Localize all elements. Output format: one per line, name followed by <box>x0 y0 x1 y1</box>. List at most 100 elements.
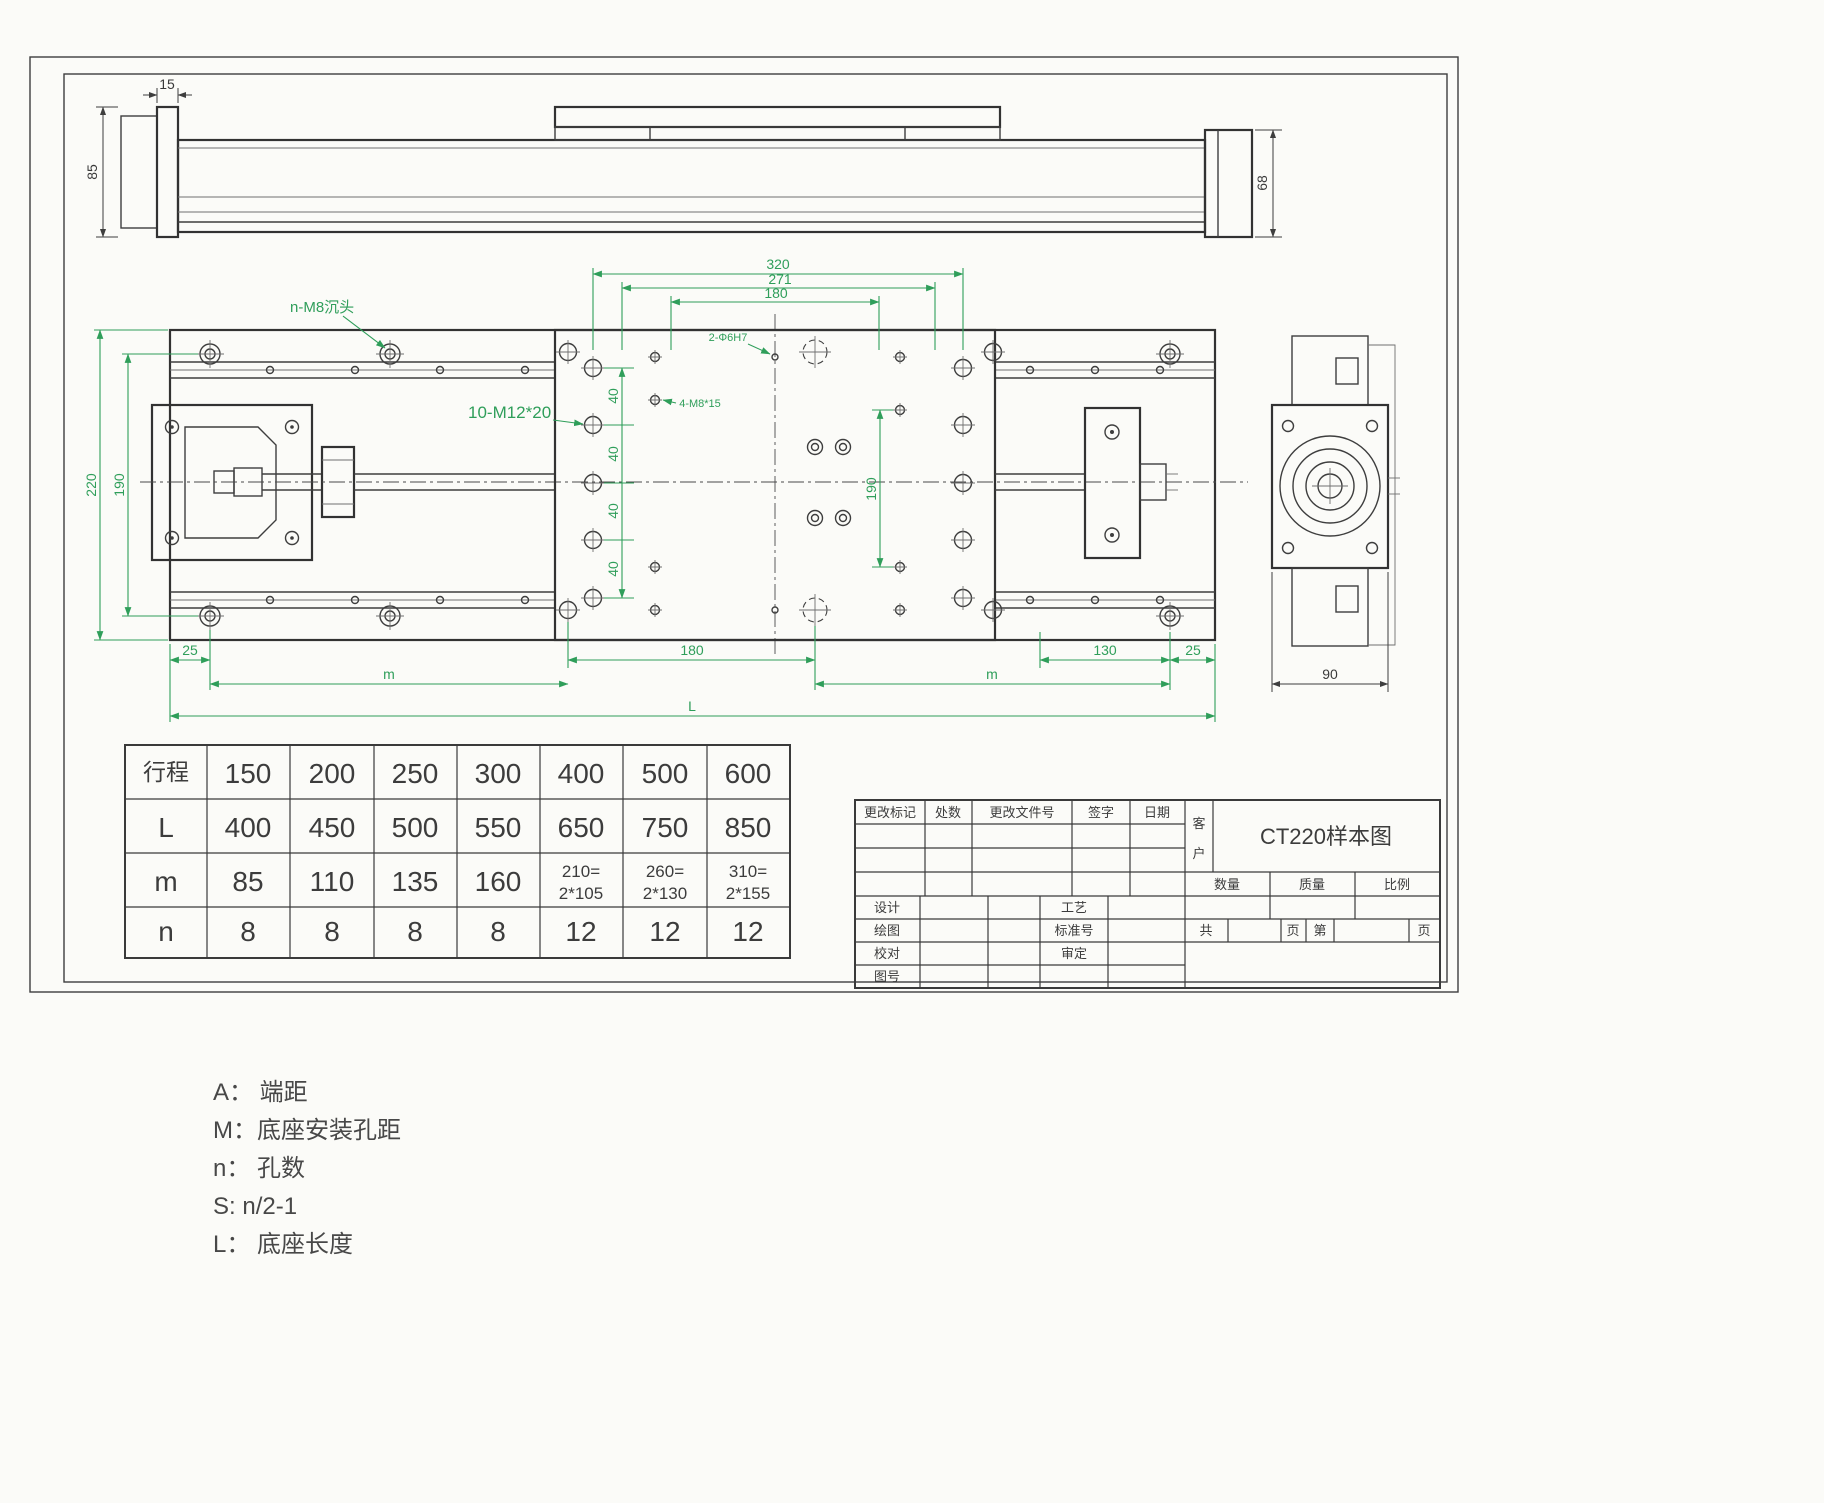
parameter-table: 行程 150 200 250 300 400 500 600 L 400 450… <box>124 744 791 959</box>
dim-left-height: 85 <box>84 164 100 180</box>
side-view: 15 85 68 <box>84 76 1282 239</box>
tb-scale: 比例 <box>1384 877 1410 892</box>
tb-page-a: 页 <box>1286 923 1299 938</box>
dim-L: L <box>688 698 696 714</box>
dim-40: 40 <box>605 446 621 462</box>
note-line: S: n/2-1 <box>213 1193 297 1220</box>
dim-40: 40 <box>605 388 621 404</box>
tb-total: 共 <box>1199 923 1212 938</box>
tb-ordinal: 第 <box>1313 923 1326 938</box>
carriage-corner-holes <box>556 340 1005 622</box>
tb-date: 日期 <box>1144 805 1170 820</box>
tb-process: 工艺 <box>1061 900 1087 915</box>
L-cell: 500 <box>392 812 439 843</box>
dim-180-top: 180 <box>764 285 788 301</box>
tb-signature: 签字 <box>1088 805 1114 820</box>
legend-notes: A： 端距 M：底座安装孔距 n： 孔数 S: n/2-1 L： 底座长度 <box>213 1079 401 1258</box>
m-cell-line1: 210= <box>562 862 600 881</box>
L-cell: 550 <box>475 812 522 843</box>
m-cell-line2: 2*130 <box>643 884 687 903</box>
tb-customer-top: 客 <box>1192 816 1205 831</box>
stroke-cell: 150 <box>225 758 272 789</box>
hidden-position-holes <box>799 336 831 626</box>
dim-190-left: 190 <box>111 473 127 497</box>
n-cell: 8 <box>407 916 423 947</box>
dim-m-right: m <box>986 666 998 682</box>
plan-dimensions-40-chain: 40 40 40 40 <box>604 367 634 599</box>
m-cell: 160 <box>475 866 522 897</box>
note-line: L： 底座长度 <box>213 1231 353 1258</box>
plan-dimension-190-right: 190 <box>863 409 893 568</box>
dim-90: 90 <box>1322 666 1338 682</box>
stroke-cell: 600 <box>725 758 772 789</box>
callout-m8: 4-M8*15 <box>679 398 721 410</box>
m-cell-line1: 260= <box>646 862 684 881</box>
plan-dimensions-top: 320 271 180 <box>592 256 964 350</box>
row-label-n: n <box>158 916 174 947</box>
rail-screw-holes <box>265 365 1165 605</box>
dowel-pin-hole <box>771 606 779 614</box>
row-label-m: m <box>154 866 177 897</box>
callout-pin: 2-Φ6H7 <box>709 332 748 344</box>
m-cell: 85 <box>232 866 263 897</box>
n-cell: 8 <box>240 916 256 947</box>
tb-mass: 质量 <box>1299 877 1325 892</box>
motor-end-block <box>150 403 556 562</box>
bearing-end-block <box>995 406 1178 560</box>
tb-change-mark: 更改标记 <box>864 805 916 820</box>
m-cell: 135 <box>392 866 439 897</box>
dim-130: 130 <box>1093 642 1117 658</box>
plan-dimensions-bottom: 25 180 130 25 m m L <box>169 622 1216 722</box>
row-label-L: L <box>158 812 174 843</box>
stroke-cell: 400 <box>558 758 605 789</box>
dim-190-right: 190 <box>863 477 879 501</box>
m8-holes <box>648 350 907 617</box>
L-cell: 750 <box>642 812 689 843</box>
dowel-pin-hole <box>771 353 779 361</box>
stroke-cell: 500 <box>642 758 689 789</box>
dim-plate-thickness: 15 <box>159 76 175 92</box>
L-cell: 400 <box>225 812 272 843</box>
m12-holes <box>581 356 975 610</box>
dim-40: 40 <box>605 561 621 577</box>
dim-25-left: 25 <box>182 642 198 658</box>
n-cell: 12 <box>649 916 680 947</box>
n-cell: 8 <box>490 916 506 947</box>
title-block: 更改标记 处数 更改文件号 签字 日期 客 户 CT220样本图 数量 质量 比… <box>854 799 1441 989</box>
dim-m-left: m <box>383 666 395 682</box>
tb-quantity: 数量 <box>1214 877 1240 892</box>
callout-m12: 10-M12*20 <box>468 403 551 422</box>
tb-approve: 审定 <box>1061 946 1087 961</box>
tb-count: 处数 <box>935 805 961 820</box>
tb-page-b: 页 <box>1417 923 1430 938</box>
n-cell: 12 <box>732 916 763 947</box>
dim-180-bottom: 180 <box>680 642 704 658</box>
m-cell: 110 <box>310 866 355 897</box>
stroke-cell: 250 <box>392 758 439 789</box>
note-line: A： 端距 <box>213 1079 308 1106</box>
end-view: 90 <box>1270 335 1400 692</box>
dim-40: 40 <box>605 503 621 519</box>
m-cell-line2: 2*105 <box>559 884 603 903</box>
plan-dimensions-left: 220 190 <box>83 329 198 641</box>
n-cell: 8 <box>324 916 340 947</box>
tb-change-doc-no: 更改文件号 <box>989 805 1054 820</box>
L-cell: 850 <box>725 812 772 843</box>
tb-drawing-title: CT220样本图 <box>1260 824 1392 849</box>
drawing-frame <box>29 56 1459 993</box>
tb-design: 设计 <box>874 900 900 915</box>
L-cell: 450 <box>309 812 356 843</box>
plan-view: 320 271 180 220 190 40 40 40 40 <box>83 256 1248 722</box>
L-cell: 650 <box>558 812 605 843</box>
dim-271: 271 <box>768 271 792 287</box>
tb-standard-no: 标准号 <box>1054 923 1093 938</box>
note-line: M：底座安装孔距 <box>213 1117 401 1144</box>
m-cell-line1: 310= <box>729 862 767 881</box>
stroke-cell: 300 <box>475 758 522 789</box>
tb-check: 校对 <box>874 946 900 961</box>
center-ring-holes <box>806 438 852 527</box>
carriage-plate <box>553 328 997 642</box>
base-counterbore-holes <box>196 340 1184 630</box>
